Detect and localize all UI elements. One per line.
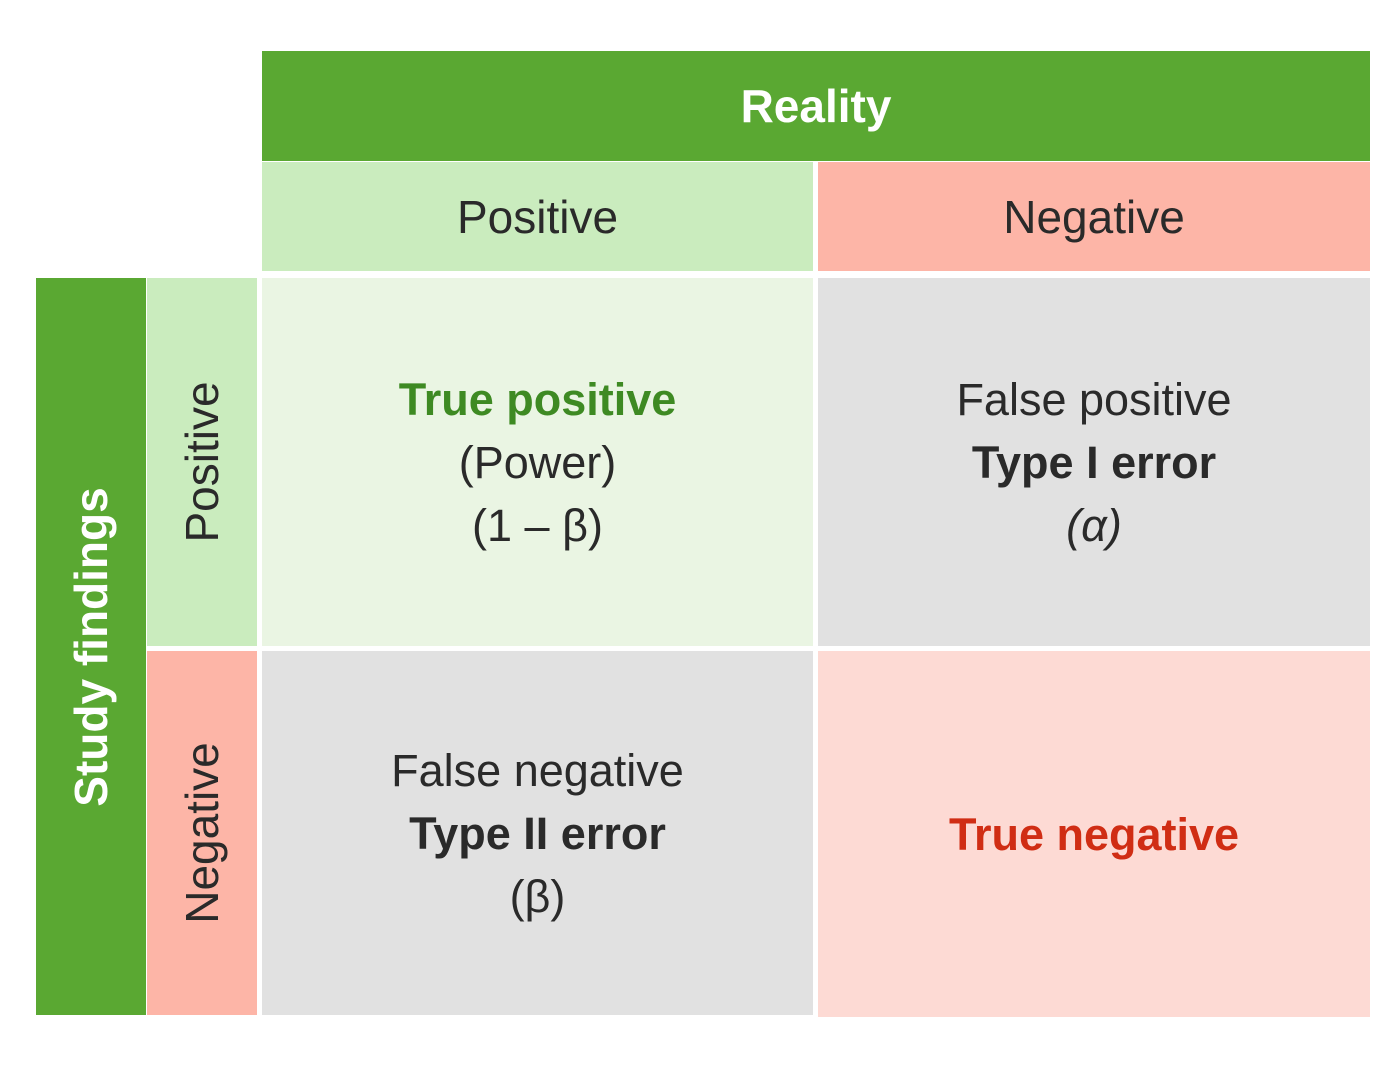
false-negative-label: False negative (391, 744, 684, 796)
true-negative-title: True negative (948, 808, 1240, 860)
study-findings-header: Study findings (36, 278, 146, 1015)
column-header-negative: Negative (818, 162, 1370, 271)
column-header-positive: Positive (262, 162, 813, 271)
type-ii-error-title: Type II error (409, 807, 666, 859)
false-positive-label: False positive (956, 373, 1232, 425)
reality-title: Reality (740, 80, 892, 132)
cell-false-negative: False negative Type II error (β) (262, 651, 813, 1015)
column-label-negative: Negative (1003, 190, 1185, 243)
column-label-positive: Positive (456, 190, 619, 243)
study-findings-title: Study findings (65, 486, 117, 807)
row-header-positive: Positive (147, 278, 257, 646)
true-positive-formula: (1 – β) (472, 499, 603, 551)
cell-true-positive: True positive (Power) (1 – β) (262, 278, 813, 646)
type-i-error-title: Type I error (971, 436, 1217, 488)
row-label-negative: Negative (176, 742, 228, 924)
beta-symbol: (β) (509, 870, 566, 922)
row-header-negative: Negative (147, 651, 257, 1015)
cell-true-negative: True negative (818, 651, 1370, 1017)
reality-header: Reality (262, 51, 1370, 161)
cell-false-positive: False positive Type I error (α) (818, 278, 1370, 646)
alpha-symbol: (α) (1066, 499, 1122, 551)
true-positive-title: True positive (398, 373, 677, 425)
true-positive-power: (Power) (458, 436, 617, 488)
row-label-positive: Positive (176, 381, 228, 543)
